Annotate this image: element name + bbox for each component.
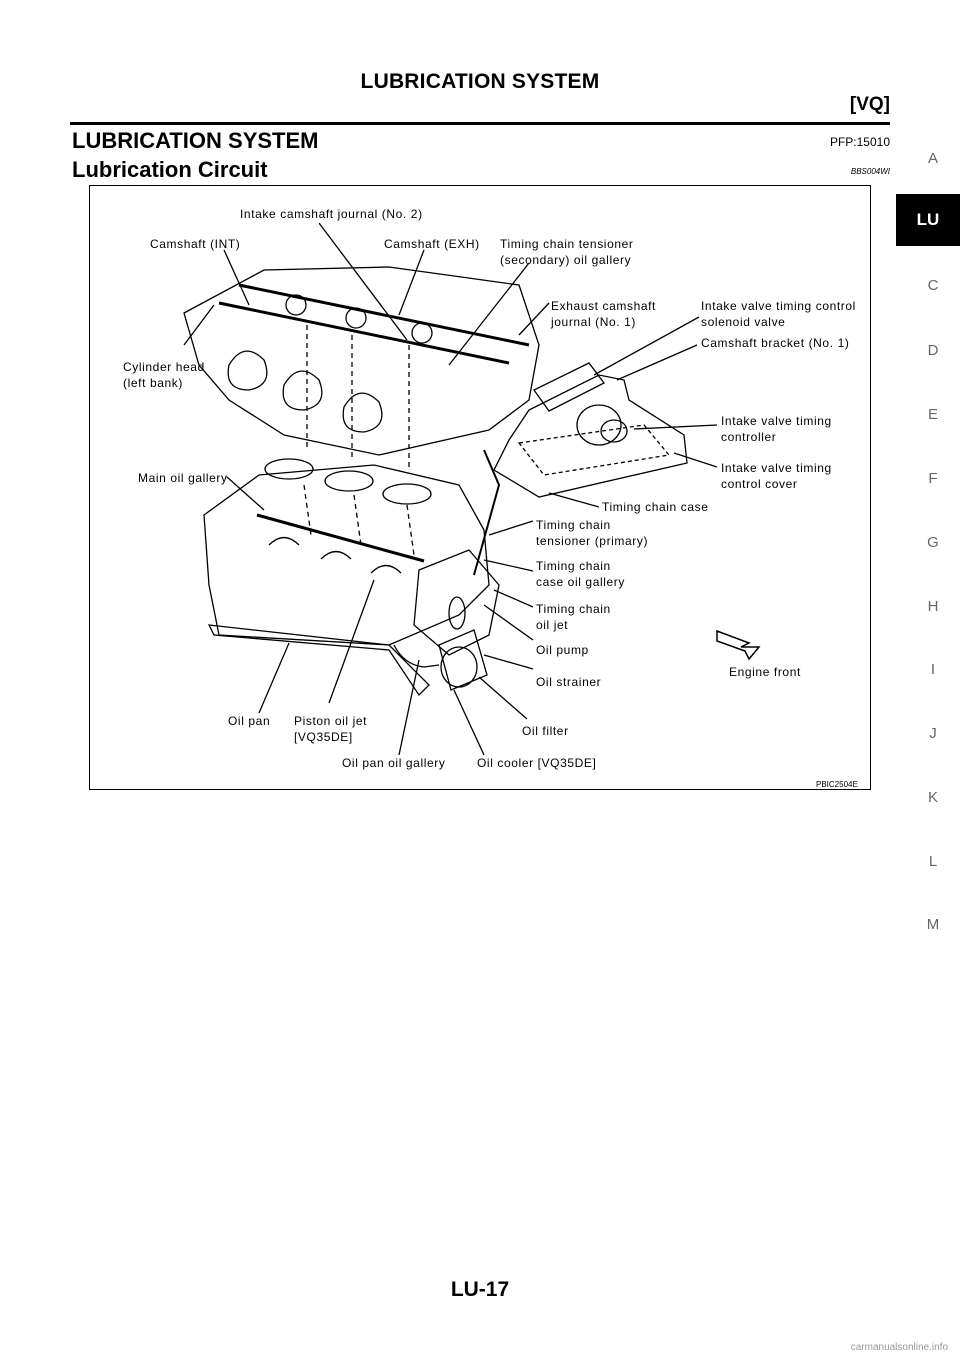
side-index-lu-active[interactable]: LU	[896, 194, 960, 246]
section-code: PFP:15010	[829, 135, 890, 149]
engine-code: [VQ]	[849, 94, 890, 115]
label-timing-chain-case: Timing chain case	[602, 500, 709, 514]
figure-frame	[89, 185, 871, 790]
label-camshaft-int: Camshaft (INT)	[150, 237, 241, 251]
label-camshaft-exh: Camshaft (EXH)	[384, 237, 480, 251]
label-cylinder-head-left-bank: Cylinder head (left bank)	[123, 360, 205, 390]
page-header-title: LUBRICATION SYSTEM	[360, 70, 600, 93]
label-intake-valve-timing-control-cover: Intake valve timing control cover	[721, 461, 832, 491]
label-oil-cooler: Oil cooler [VQ35DE]	[477, 756, 597, 770]
label-timing-chain-oil-jet: Timing chain oil jet	[536, 602, 611, 632]
side-index-m[interactable]: M	[926, 916, 940, 933]
label-main-oil-gallery: Main oil gallery	[138, 471, 228, 485]
label-camshaft-bracket-no1: Camshaft bracket (No. 1)	[701, 336, 850, 350]
side-index-i[interactable]: I	[930, 661, 936, 678]
side-index-f[interactable]: F	[928, 470, 938, 487]
side-index-j[interactable]: J	[929, 725, 937, 742]
side-index-k[interactable]: K	[927, 789, 938, 806]
label-intake-camshaft-journal-no2: Intake camshaft journal (No. 2)	[240, 207, 423, 221]
side-index-a[interactable]: A	[927, 150, 938, 167]
side-index-c[interactable]: C	[927, 277, 939, 294]
side-index-l[interactable]: L	[928, 853, 938, 870]
subsection-title: Lubrication Circuit	[72, 157, 268, 182]
figure-code: PBIC2504E	[816, 780, 858, 789]
page-number: LU-17	[450, 1278, 510, 1301]
side-index-e[interactable]: E	[927, 406, 938, 423]
label-intake-valve-timing-controller: Intake valve timing controller	[721, 414, 832, 444]
watermark: carmanualsonline.info	[850, 1342, 948, 1353]
label-timing-chain-tensioner-primary: Timing chain tensioner (primary)	[536, 518, 649, 548]
label-exhaust-camshaft-journal-no1: Exhaust camshaft journal (No. 1)	[551, 299, 656, 329]
side-index-h[interactable]: H	[927, 598, 939, 615]
lubrication-circuit-illustration	[183, 222, 761, 756]
header-rule	[70, 122, 890, 125]
engine-front-arrow-icon	[716, 629, 761, 661]
label-timing-chain-tensioner-secondary: Timing chain tensioner (secondary) oil g…	[500, 237, 634, 267]
label-engine-front: Engine front	[729, 665, 801, 679]
label-intake-valve-timing-control-solenoid: Intake valve timing control solenoid val…	[701, 299, 856, 329]
label-piston-oil-jet: Piston oil jet [VQ35DE]	[294, 714, 368, 744]
label-oil-pump: Oil pump	[536, 643, 589, 657]
side-index-g[interactable]: G	[927, 534, 939, 551]
side-index-d[interactable]: D	[927, 342, 939, 359]
subsection-code: BBS004WI	[850, 167, 890, 176]
label-timing-chain-case-oil-gallery: Timing chain case oil gallery	[536, 559, 625, 589]
label-oil-pan: Oil pan	[228, 714, 271, 728]
label-oil-strainer: Oil strainer	[536, 675, 602, 689]
section-title: LUBRICATION SYSTEM	[72, 128, 319, 153]
label-oil-filter: Oil filter	[522, 724, 569, 738]
label-oil-pan-oil-gallery: Oil pan oil gallery	[342, 756, 446, 770]
